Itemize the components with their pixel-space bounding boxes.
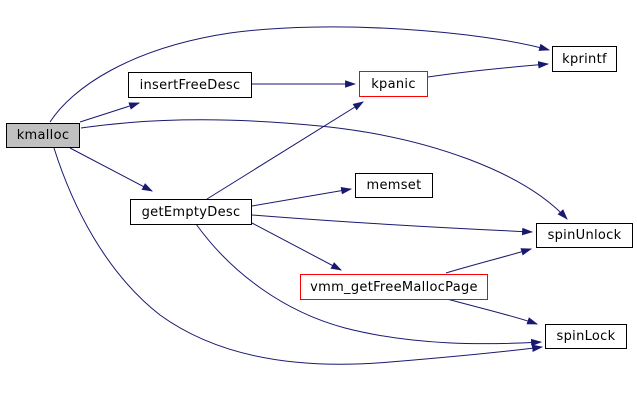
edge-vmm_getFreeMallocPage-spinUnlock: [445, 248, 533, 274]
edge-kpanic-kprintf: [427, 61, 550, 78]
node-spinUnlock[interactable]: spinUnlock: [536, 223, 633, 248]
node-getEmptyDesc[interactable]: getEmptyDesc: [130, 199, 252, 225]
edge-getEmptyDesc-vmm_getFreeMallocPage: [251, 222, 342, 271]
node-spinLock[interactable]: spinLock: [545, 324, 627, 349]
edge-kmalloc-kprintf: [49, 26, 551, 123]
node-kmalloc: kmalloc: [6, 123, 80, 148]
edge-kmalloc-insertFreeDesc: [79, 102, 141, 123]
edge-getEmptyDesc-spinLock: [195, 223, 543, 347]
node-kprintf[interactable]: kprintf: [552, 46, 617, 72]
edge-kmalloc-spinLock: [53, 147, 544, 365]
node-insertFreeDesc[interactable]: insertFreeDesc: [128, 72, 252, 98]
edge-kmalloc-spinUnlock: [80, 119, 568, 220]
edge-getEmptyDesc-spinUnlock: [251, 214, 534, 236]
node-memset[interactable]: memset: [355, 173, 433, 198]
edge-kmalloc-getEmptyDesc: [69, 147, 153, 192]
edge-getEmptyDesc-kpanic: [206, 101, 364, 200]
node-vmm_getFreeMallocPage[interactable]: vmm_getFreeMallocPage: [300, 274, 488, 300]
edge-getEmptyDesc-memset: [251, 186, 353, 207]
edge-vmm_getFreeMallocPage-spinLock: [446, 298, 539, 325]
node-kpanic[interactable]: kpanic: [359, 71, 428, 97]
